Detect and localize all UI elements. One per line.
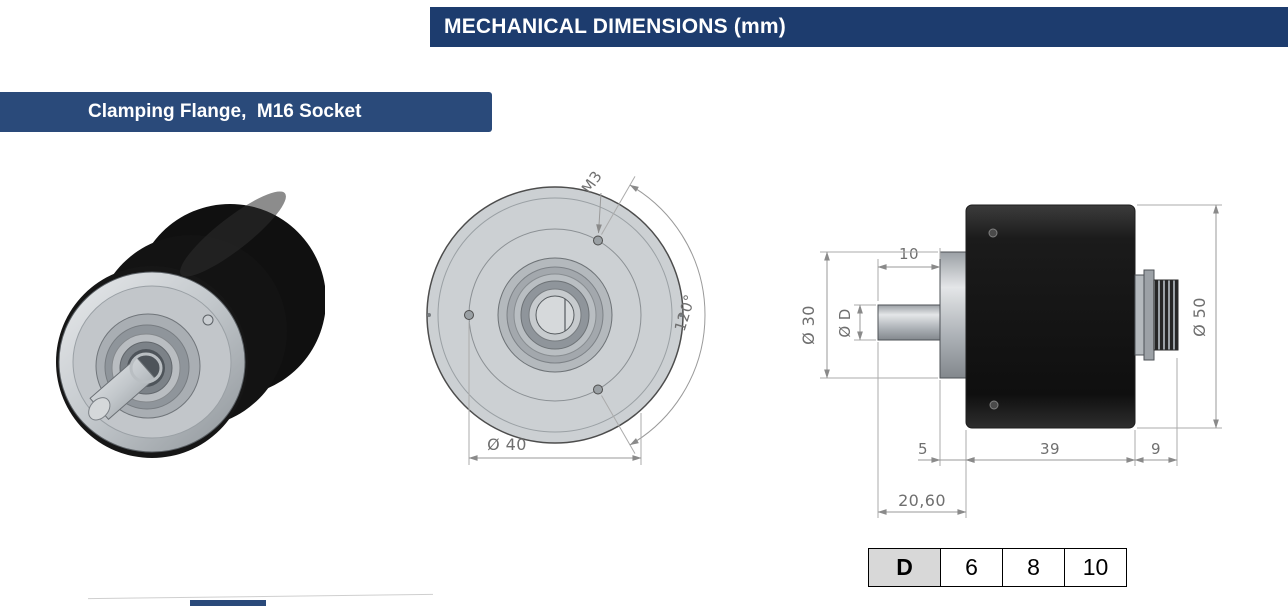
- section-label: Clamping Flange, M16 Socket: [0, 92, 492, 132]
- dim-hub-diameter-30: Ø 30: [799, 305, 818, 345]
- shaft-diameter-table: D 6 8 10: [868, 548, 1127, 587]
- dim-connector-length-9: 9: [1151, 440, 1161, 458]
- encoder-3d-shaft: [88, 352, 163, 421]
- connector-nut: [1143, 269, 1155, 361]
- front-view-flange: [426, 186, 684, 444]
- table-value-3: 10: [1064, 548, 1127, 587]
- side-view-drawing: 10 Ø D Ø 30 Ø 50 5 39: [799, 204, 1222, 518]
- body-screw-bottom: [989, 400, 999, 410]
- dim-hub-length-5: 5: [918, 440, 928, 458]
- encoder-3d-flange: [58, 271, 246, 453]
- dim-body-diameter-50: Ø 50: [1190, 297, 1209, 337]
- side-view-shapes: [877, 204, 1179, 429]
- front-view-drawing: M3 120° Ø 40: [426, 167, 706, 465]
- next-section-partial: [190, 600, 266, 606]
- table-value-2: 8: [1002, 548, 1065, 587]
- connector-m16-thread: [1153, 279, 1179, 351]
- side-clamping-hub: [939, 251, 967, 379]
- front-view-bolt-holes: [464, 235, 603, 395]
- table-header-d: D: [868, 548, 941, 587]
- title-bar: MECHANICAL DIMENSIONS (mm): [430, 7, 1288, 47]
- body-screw-top: [988, 228, 998, 238]
- page-edge-line: [88, 593, 433, 600]
- encoder-3d-view: [56, 191, 325, 458]
- dim-shaft-length-10: 10: [899, 245, 919, 263]
- dim-bolt-circle-40: Ø 40: [487, 435, 527, 454]
- dim-front-total-2060: 20,60: [898, 491, 946, 510]
- dim-body-length-39: 39: [1040, 440, 1060, 458]
- page-title: MECHANICAL DIMENSIONS (mm): [444, 15, 786, 38]
- side-shaft: [877, 304, 942, 341]
- side-body: [965, 204, 1136, 429]
- side-view-dimensions: 10 Ø D Ø 30 Ø 50 5 39: [799, 204, 1222, 518]
- connector-ring: [1134, 274, 1145, 356]
- section-label-text: Clamping Flange, M16 Socket: [88, 101, 362, 122]
- table-value-1: 6: [940, 548, 1003, 587]
- dim-shaft-diameter-d: Ø D: [836, 308, 854, 337]
- table-row: D 6 8 10: [868, 548, 1127, 587]
